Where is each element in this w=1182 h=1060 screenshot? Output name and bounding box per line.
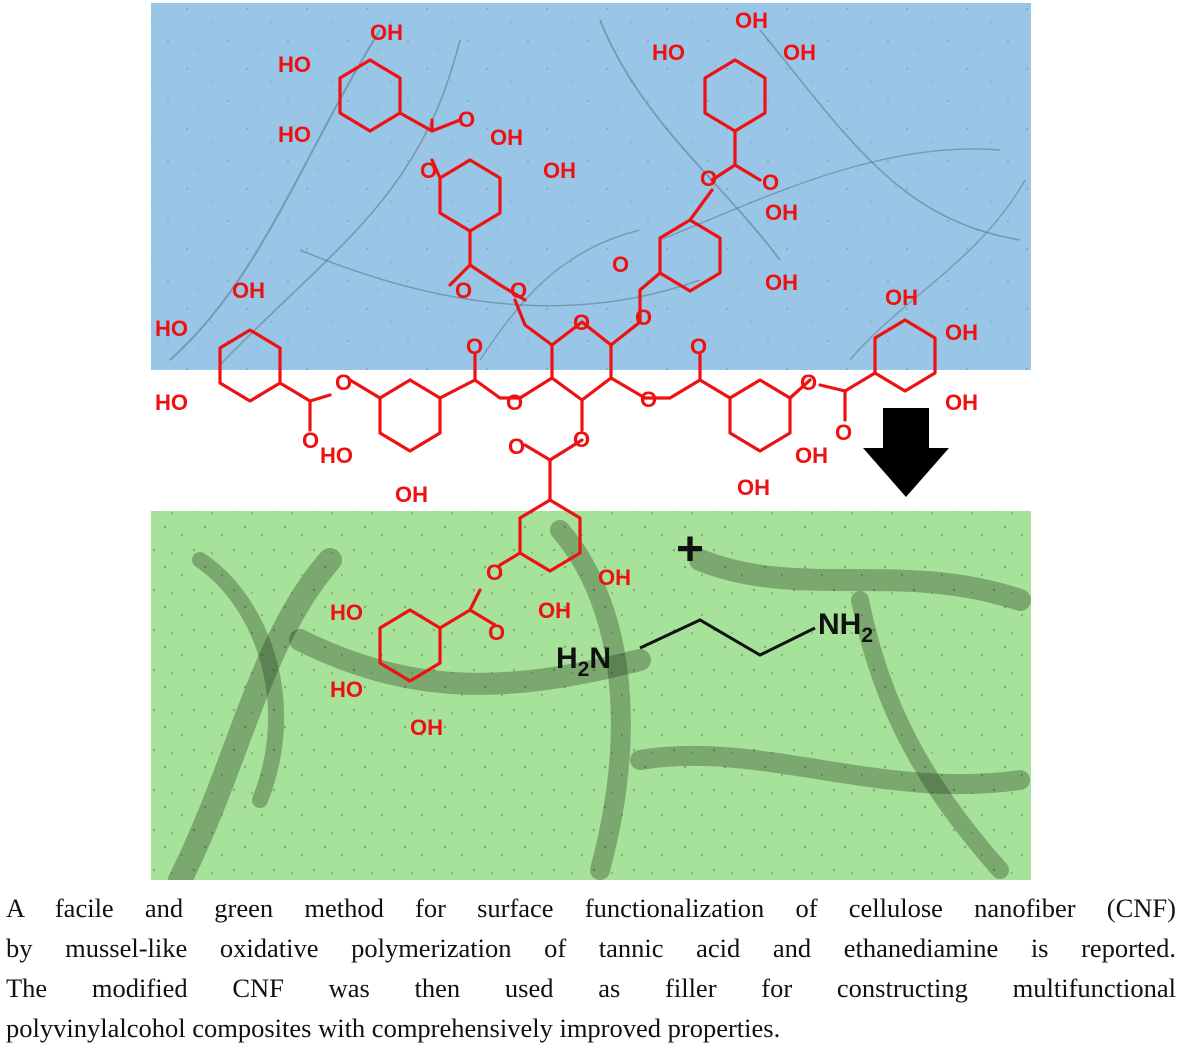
- oxygen-label: O: [510, 278, 527, 303]
- reaction-scheme: OH HO HO O O OH OH O O O OH HO OH O O OH…: [151, 3, 1031, 880]
- coated-fiber-regions: [168, 520, 1031, 880]
- amine-left-h: H: [556, 642, 578, 675]
- hydroxyl-label: HO: [155, 390, 188, 415]
- oxygen-label: O: [458, 107, 475, 132]
- caption-line-4: polyvinylalcohol composites with compreh…: [6, 1013, 781, 1043]
- amine-label: NH2: [818, 608, 873, 647]
- hydroxyl-label: HO: [278, 52, 311, 77]
- caption-line-2: by mussel-like oxidative polymerization …: [6, 933, 1176, 963]
- oxygen-label: O: [573, 310, 590, 335]
- hydroxyl-label: OH: [232, 278, 265, 303]
- amine-subscript: 2: [861, 624, 873, 647]
- hydroxyl-label: HO: [330, 600, 363, 625]
- amine-text: NH: [818, 608, 861, 641]
- figure-graphic: OH HO HO O O OH OH O O O OH HO OH O O OH…: [151, 3, 1031, 880]
- oxygen-label: O: [506, 390, 523, 415]
- amine-label-left: H2N: [556, 642, 611, 681]
- oxygen-label: O: [302, 428, 319, 453]
- oxygen-label: O: [700, 166, 717, 191]
- hydroxyl-label: OH: [490, 125, 523, 150]
- hydroxyl-label: OH: [737, 475, 770, 500]
- hydroxyl-label: OH: [598, 565, 631, 590]
- plus-sign: +: [676, 523, 704, 576]
- oxygen-label: O: [455, 278, 472, 303]
- oxygen-label: O: [762, 170, 779, 195]
- hydroxyl-label: HO: [330, 677, 363, 702]
- oxygen-label: O: [486, 560, 503, 585]
- hydroxyl-label: OH: [945, 390, 978, 415]
- nanofiber-strands: [169, 19, 1026, 366]
- hydroxyl-label: OH: [945, 320, 978, 345]
- hydroxyl-label: HO: [155, 316, 188, 341]
- hydroxyl-label: OH: [765, 270, 798, 295]
- tem-panel-bottom-texture: [151, 511, 1031, 880]
- hydroxyl-label: HO: [652, 40, 685, 65]
- hydroxyl-label: OH: [370, 20, 403, 45]
- oxygen-label: O: [835, 420, 852, 445]
- oxygen-label: O: [690, 334, 707, 359]
- tannic-acid-structure: [218, 58, 937, 683]
- oxygen-label: O: [508, 434, 525, 459]
- hydroxyl-label: OH: [410, 715, 443, 740]
- figure-caption: A facile and green method for surface fu…: [6, 888, 1176, 1048]
- oxygen-label: O: [635, 305, 652, 330]
- hydroxyl-label: OH: [885, 285, 918, 310]
- hydroxyl-label: OH: [765, 200, 798, 225]
- reaction-arrow-icon: [863, 408, 949, 497]
- oxygen-label: O: [466, 334, 483, 359]
- hydroxyl-label: OH: [543, 158, 576, 183]
- hydroxyl-label: OH: [783, 40, 816, 65]
- caption-line-3: The modified CNF was then used as filler…: [6, 973, 1176, 1003]
- hydroxyl-label: HO: [278, 122, 311, 147]
- hydroxyl-label: HO: [320, 443, 353, 468]
- tem-panel-top-texture: [151, 3, 1031, 370]
- tannic-acid-labels: OH HO HO O O OH OH O O O OH HO OH O O OH…: [155, 8, 978, 740]
- hydroxyl-label: OH: [735, 8, 768, 33]
- ethanediamine-labels: NH2 H2N: [556, 608, 873, 681]
- oxygen-label: O: [640, 387, 657, 412]
- ethanediamine-structure: [639, 618, 816, 657]
- caption-line-1: A facile and green method for surface fu…: [6, 893, 1176, 923]
- oxygen-label: O: [800, 370, 817, 395]
- hydroxyl-label: OH: [795, 443, 828, 468]
- oxygen-label: O: [335, 370, 352, 395]
- oxygen-label: O: [488, 620, 505, 645]
- oxygen-label: O: [612, 252, 629, 277]
- hydroxyl-label: OH: [538, 598, 571, 623]
- amine-left-n: N: [589, 642, 611, 675]
- oxygen-label: O: [573, 427, 590, 452]
- amine-left-subscript: 2: [578, 658, 590, 681]
- oxygen-label: O: [420, 158, 437, 183]
- hydroxyl-label: OH: [395, 482, 428, 507]
